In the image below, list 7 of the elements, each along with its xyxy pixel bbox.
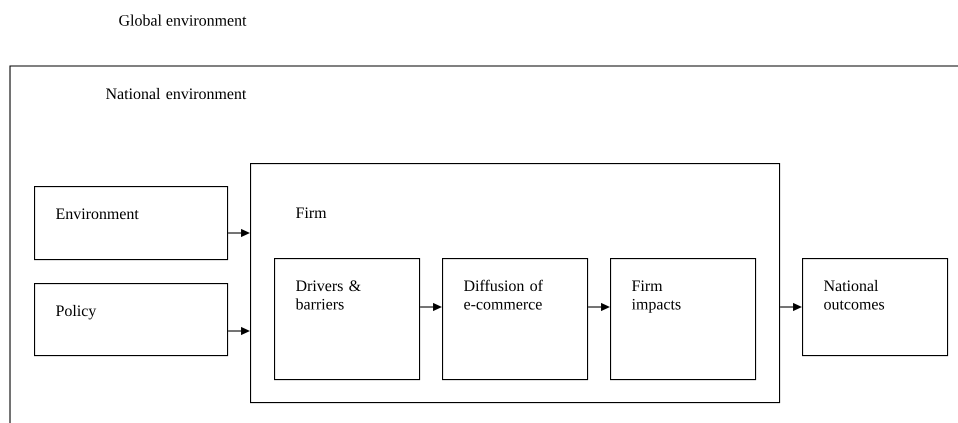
- process-box: Environment: [34, 186, 228, 260]
- process-box: Firm impacts: [610, 258, 756, 380]
- process-box: Diffusion of e-commerce: [442, 258, 588, 380]
- process-box: National outcomes: [802, 258, 948, 356]
- caption-text: Global environment: [119, 14, 246, 26]
- process-box: Policy: [34, 283, 228, 356]
- process-box: Drivers & barriers: [274, 258, 420, 380]
